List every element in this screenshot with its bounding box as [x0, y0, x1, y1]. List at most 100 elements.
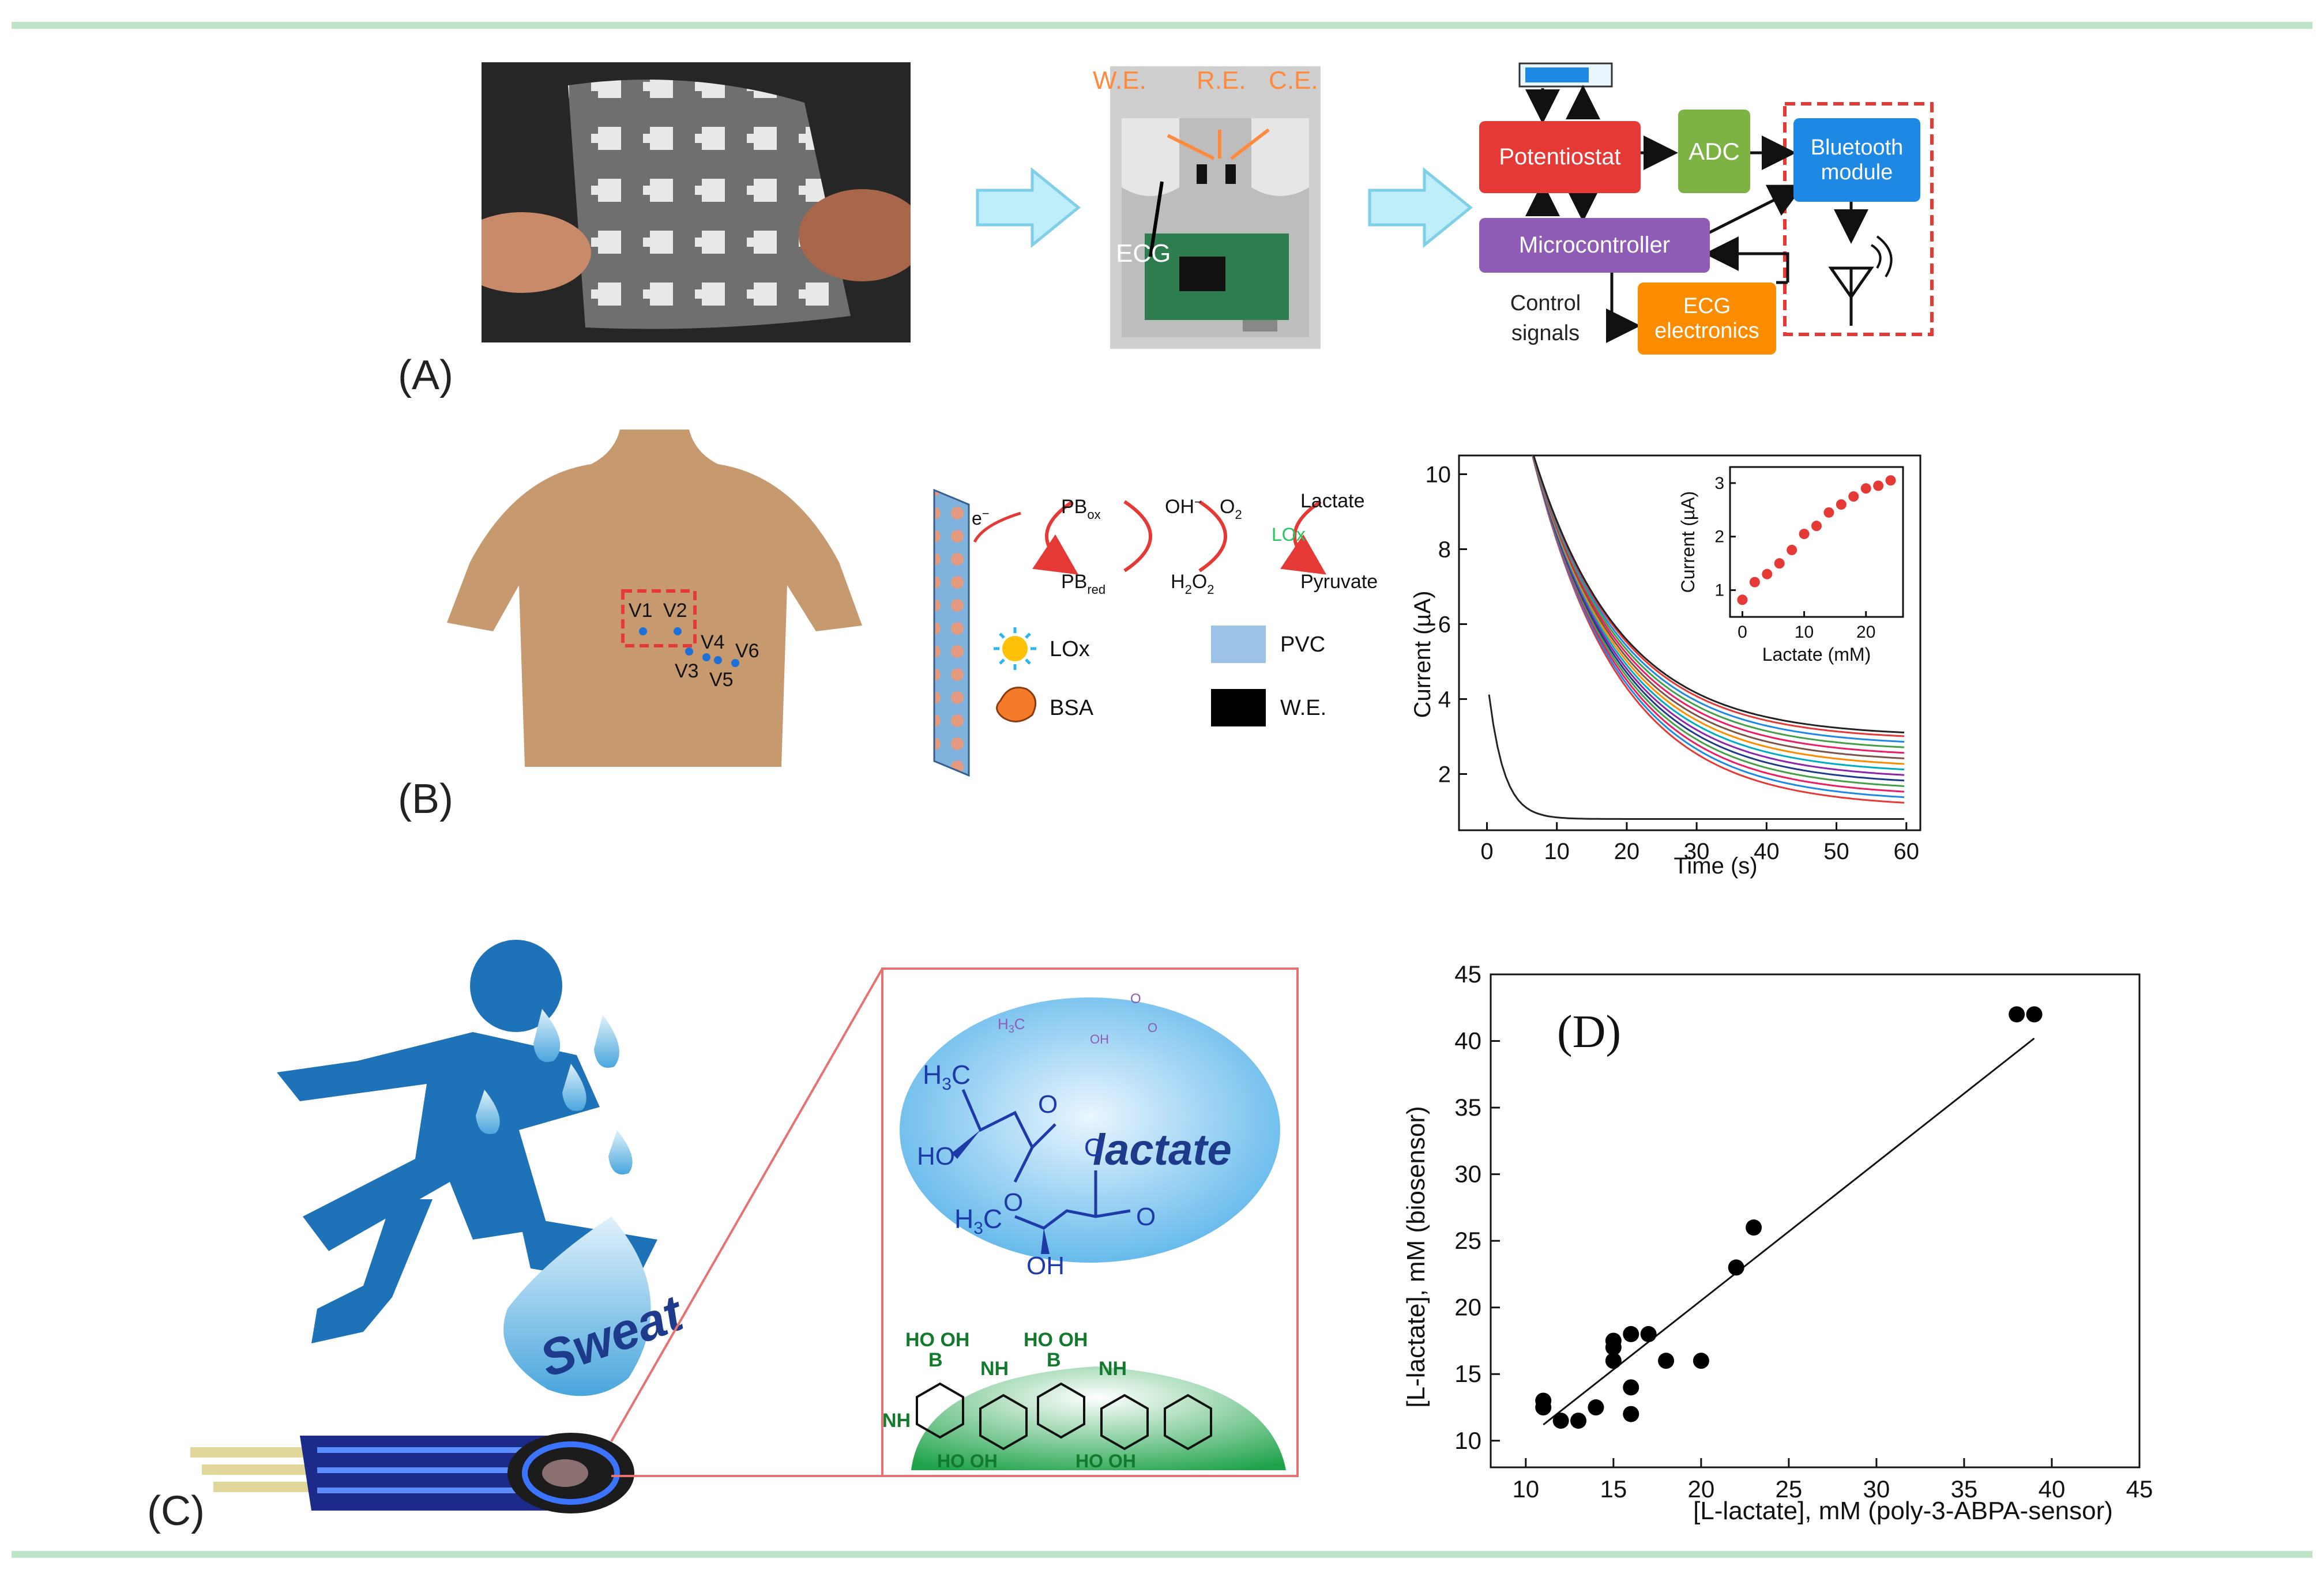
torso-illustration: V1 V2 V3 V4 V5 V6 — [447, 430, 862, 767]
svg-text:O: O — [1148, 1021, 1157, 1035]
lead-v3: V3 — [675, 660, 699, 682]
patch-photo-drawing — [482, 62, 911, 342]
inset-point — [1762, 568, 1773, 579]
sweat-sensor-illustration: Sweat H3C OH O O H3C HO O O lactate H3C … — [190, 940, 1299, 1513]
electrode-highlight-box — [621, 589, 697, 647]
bluetooth-label-2: module — [1821, 160, 1893, 184]
chart-d-ytick-label: 15 — [1454, 1360, 1481, 1387]
chart-b-ytick-label: 10 — [1426, 462, 1451, 488]
block-diagram — [1518, 62, 1934, 343]
reaction-scheme: e− PBox PBred OH− O2 H2O2 LOx Lactate Py… — [933, 488, 1378, 777]
chart-d-xtick-label: 45 — [2126, 1475, 2153, 1503]
lead-v5: V5 — [709, 669, 734, 691]
inset-xtick-label: 20 — [1856, 623, 1875, 642]
chart-d-xlabel: [L-lactate], mM (poly-3-ABPA-sensor) — [1693, 1497, 2113, 1525]
electrode-layer — [933, 488, 970, 777]
inset-background — [1667, 461, 1915, 675]
chart-b-xtick-label: 10 — [1544, 839, 1570, 864]
chart-d-ytick-label: 45 — [1454, 961, 1481, 988]
svg-text:B: B — [1047, 1349, 1061, 1371]
polymer-blob — [911, 1366, 1286, 1470]
zoom-line-top — [610, 968, 883, 1442]
svg-text:HO OH: HO OH — [905, 1329, 969, 1351]
svg-text:H3C: H3C — [923, 1060, 971, 1094]
battery-icon — [1518, 62, 1613, 88]
chart-d-point — [1746, 1219, 1762, 1236]
we-legend-icon — [1211, 689, 1266, 726]
inset-ytick-label: 1 — [1714, 581, 1724, 600]
lactate-label: Lactate — [1300, 490, 1365, 512]
svg-text:HO OH: HO OH — [1024, 1329, 1088, 1351]
bsa-legend-icon — [996, 687, 1037, 722]
chart-b-ytick-label: 8 — [1438, 537, 1451, 563]
inset-point — [1774, 558, 1785, 569]
chart-d-point — [1552, 1413, 1569, 1429]
pyruvate-label: Pyruvate — [1300, 571, 1378, 593]
inset-point — [1787, 544, 1797, 555]
top-rule — [12, 22, 2312, 29]
chart-d-ytick-label: 30 — [1454, 1161, 1481, 1188]
chart-b-xlabel: Time (s) — [1674, 853, 1757, 879]
pb-red-label: PBred — [1061, 571, 1105, 597]
label-ce: C.E. — [1269, 66, 1318, 95]
legend-we: W.E. — [1280, 696, 1326, 720]
chart-d-xtick-label: 20 — [1688, 1475, 1715, 1503]
pb-ox-label: PBox — [1061, 496, 1101, 522]
chart-d-xtick-label: 25 — [1776, 1475, 1803, 1503]
svg-text:O: O — [1084, 1134, 1104, 1162]
chart-b-series-group — [1488, 455, 1905, 820]
svg-text:HO OH: HO OH — [1075, 1451, 1136, 1471]
svg-text:H3C: H3C — [954, 1204, 1002, 1238]
chart-d-point — [1623, 1406, 1639, 1422]
right-hand — [799, 189, 911, 281]
ecg-label-1: ECG — [1683, 293, 1731, 318]
inset-point — [1737, 594, 1748, 605]
chart-d-point — [2026, 1006, 2043, 1023]
bluetooth-block: Bluetooth module — [1793, 118, 1920, 202]
chart-b-xtick-label: 60 — [1894, 839, 1920, 864]
potentiostat-block: Potentiostat — [1479, 121, 1641, 193]
svg-text:OH: OH — [1026, 1252, 1065, 1280]
panel-label-a: (A) — [398, 352, 453, 398]
wireless-dashed-box — [1783, 102, 1934, 336]
control-signals-line-1: Control — [1510, 291, 1581, 315]
svg-text:O: O — [1003, 1188, 1023, 1217]
poly-abpa-chain: HO OH B HO OH B NH NH NH HO OH HO OH — [882, 1329, 1212, 1471]
inset-point — [1823, 507, 1834, 518]
lactate-molecule-2: H3C O O OH — [954, 1134, 1156, 1280]
inset-ytick-label: 3 — [1714, 474, 1724, 493]
lead-v1: V1 — [629, 600, 653, 622]
chart-d-point — [2009, 1006, 2025, 1023]
chart-d-frame — [1490, 973, 2141, 1468]
chart-b-xtick-label: 0 — [1480, 839, 1493, 864]
chart-d-xtick-label: 40 — [2039, 1475, 2066, 1503]
left-hand — [482, 212, 591, 293]
antenna-icon — [1828, 235, 1893, 326]
inset-xtick-label: 10 — [1795, 623, 1814, 642]
o2-label: O2 — [1220, 496, 1242, 522]
pvc-legend-icon — [1211, 626, 1266, 663]
chart-b-xtick-label: 40 — [1754, 839, 1780, 864]
control-signals-label: Control signals — [1494, 288, 1597, 348]
chart-d-ytick-label: 10 — [1454, 1427, 1481, 1454]
panel-label-d: (D) — [1557, 1007, 1622, 1057]
chart-b-xtick-label: 50 — [1823, 839, 1849, 864]
svg-text:NH: NH — [1099, 1358, 1127, 1380]
chart-d-point — [1623, 1326, 1639, 1342]
svg-text:HO: HO — [917, 1142, 955, 1170]
electrode-sheet — [568, 80, 851, 329]
microcontroller-block: Microcontroller — [1479, 218, 1710, 273]
adc-block: ADC — [1678, 110, 1750, 193]
chart-d-ytick-label: 25 — [1454, 1227, 1481, 1254]
sweat-drops — [476, 1009, 651, 1396]
inset-point — [1799, 529, 1810, 540]
chart-d-point — [1605, 1353, 1622, 1369]
chart-d-xtick-label: 30 — [1863, 1475, 1890, 1503]
lactate-molecule-1: H3C HO O O — [917, 1060, 1058, 1217]
lead-v4: V4 — [701, 631, 725, 653]
chart-d-fit-line — [1543, 1037, 2035, 1426]
chart-d-point — [1588, 1399, 1604, 1416]
inset-point — [1811, 521, 1822, 532]
